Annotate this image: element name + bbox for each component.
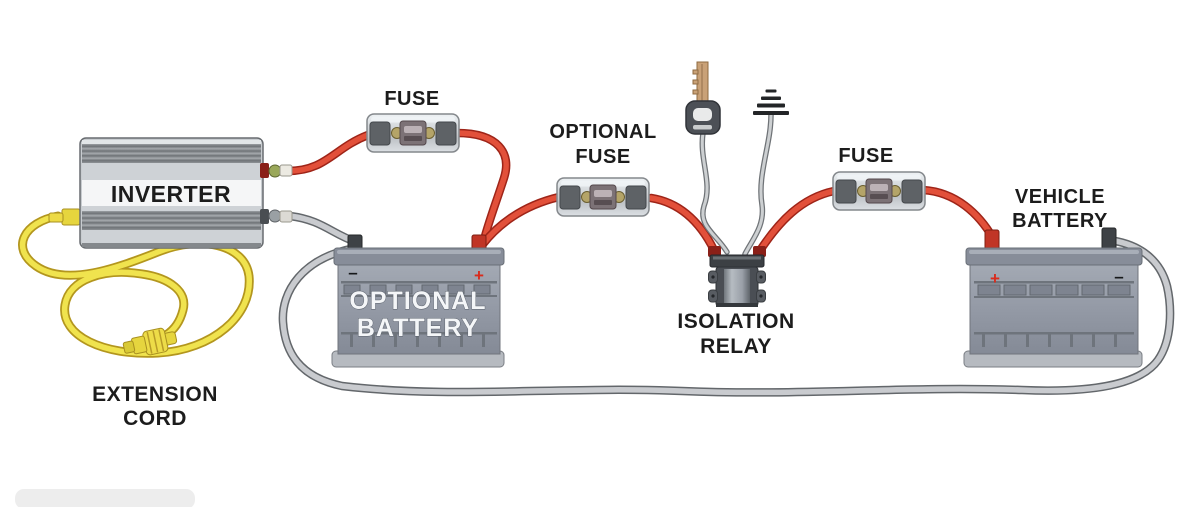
optional-battery-label-line2: BATTERY [357, 314, 479, 342]
inverter-positive-terminal [260, 163, 293, 178]
inverter: INVERTER [79, 137, 293, 249]
ground-icon [753, 89, 789, 115]
isolation-relay [708, 246, 766, 307]
vehicle-battery-positive-terminal [984, 229, 1000, 251]
inverter-label: INVERTER [111, 181, 231, 207]
inverter-ac-socket [61, 208, 81, 226]
vehicle-battery-minus-mark: – [1114, 267, 1123, 286]
fuse-left-label: FUSE [384, 88, 439, 110]
isolation-relay-label-line2: RELAY [700, 335, 772, 358]
optional-battery: – + OPTIONAL BATTERY [331, 234, 505, 368]
optional-battery-label-line1: OPTIONAL [349, 287, 486, 315]
vehicle-battery-plus-mark: + [990, 269, 1000, 288]
fuse-right [832, 171, 926, 211]
relay-right-wire-stub [753, 246, 766, 257]
extension-cord-label-line1: EXTENSION [92, 383, 218, 406]
extension-cord-wire [19, 213, 252, 357]
inverter-ground-terminal [260, 209, 293, 224]
cropped-ui-fragment [15, 489, 195, 507]
optional-fuse-label-line1: OPTIONAL [549, 121, 656, 143]
relay-left-wire-stub [708, 246, 721, 257]
vehicle-battery: + – [963, 227, 1143, 368]
inverter-ac-socket-tip [48, 212, 64, 223]
extension-cord-plug [122, 327, 178, 356]
vehicle-battery-label-line2: BATTERY [1012, 210, 1108, 232]
extension-cord [18, 208, 254, 358]
key-icon [685, 61, 721, 135]
optional-fuse-label-line2: FUSE [575, 146, 630, 168]
extension-cord-label-line2: CORD [123, 407, 187, 430]
vehicle-battery-label-line1: VEHICLE [1015, 186, 1105, 208]
ground-wire-run [278, 235, 1175, 397]
fuse-right-label: FUSE [838, 145, 893, 167]
fuse-left [366, 113, 460, 153]
optional-battery-plus-mark: + [474, 266, 484, 285]
optional-fuse [556, 177, 650, 217]
optional-battery-minus-mark: – [348, 263, 357, 282]
isolation-relay-label-line1: ISOLATION [677, 310, 794, 333]
